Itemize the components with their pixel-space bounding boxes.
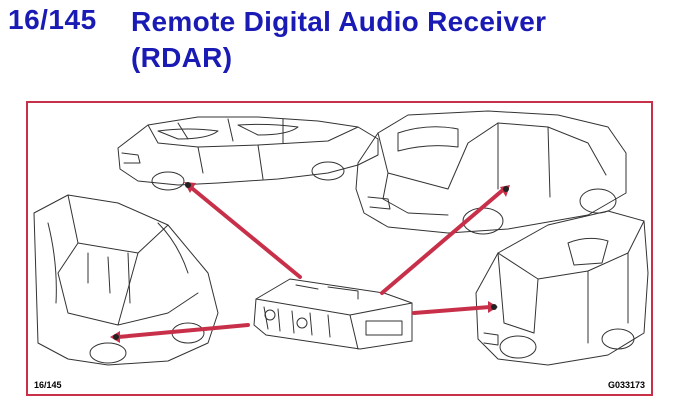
- arrow-to-wagon: [412, 305, 492, 315]
- rdar-module: [253, 278, 413, 350]
- antenna-point-sedan: [113, 334, 119, 340]
- antenna-point-hatchback: [503, 186, 509, 192]
- antenna-point-convertible: [185, 182, 191, 188]
- diagram-frame: 16/145 G033173: [26, 101, 653, 396]
- arrow-to-convertible: [186, 183, 302, 279]
- page-number-title: 16/145: [8, 4, 97, 35]
- footer-left-code: 16/145: [34, 380, 62, 390]
- hatchback-car: [355, 110, 627, 235]
- antenna-point-wagon: [491, 304, 497, 310]
- arrow-to-sedan: [116, 323, 250, 339]
- wagon-car: [475, 210, 649, 366]
- convertible-car: [117, 116, 379, 191]
- arrow-to-hatchback: [380, 187, 506, 295]
- page-title: Remote Digital Audio Receiver (RDAR): [131, 6, 547, 73]
- sedan-car: [33, 194, 219, 366]
- footer-figure-id: G033173: [607, 380, 645, 390]
- diagram-svg: [33, 110, 649, 366]
